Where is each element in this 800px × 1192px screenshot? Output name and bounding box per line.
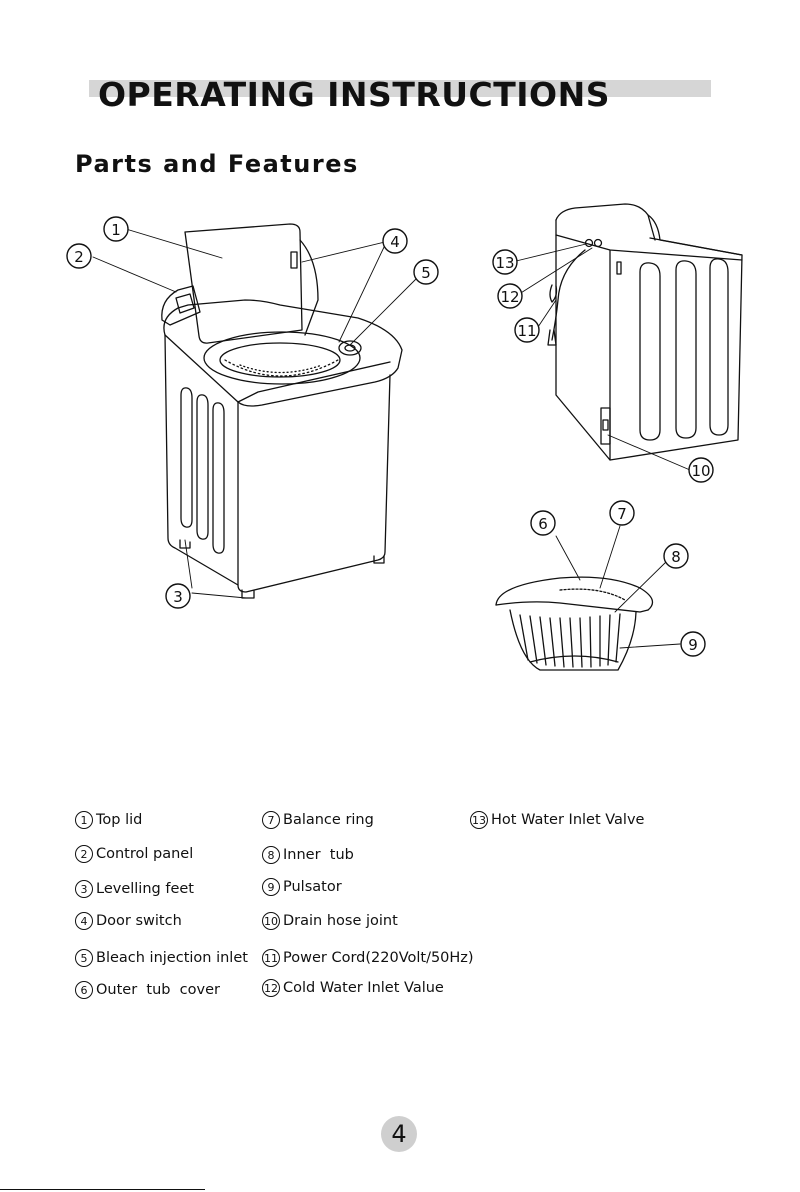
callout-3: 3: [165, 583, 191, 609]
callout-6: 6: [530, 510, 556, 536]
legend-label: Power Cord(220Volt/50Hz): [283, 950, 474, 966]
legend-label: Control panel: [96, 846, 194, 862]
tub-detail-illustration: [495, 576, 654, 671]
svg-text:11: 11: [517, 322, 536, 340]
legend-label: Pulsator: [283, 879, 342, 895]
legend-number-badge: 4: [75, 912, 93, 930]
callout-1: 1: [103, 216, 129, 242]
legend-number-badge: 3: [75, 880, 93, 898]
svg-text:9: 9: [688, 636, 698, 654]
legend-number-badge: 5: [75, 949, 93, 967]
title-bar-background: [89, 80, 711, 97]
callout-7: 7: [609, 500, 635, 526]
legend-label: Cold Water Inlet Value: [283, 980, 444, 996]
svg-text:4: 4: [390, 233, 400, 251]
svg-text:13: 13: [495, 254, 514, 272]
svg-text:1: 1: [111, 221, 121, 239]
callout-4: 4: [382, 228, 408, 254]
legend-label: Outer tub cover: [96, 982, 220, 998]
legend-number-badge: 8: [262, 846, 280, 864]
svg-text:5: 5: [421, 264, 431, 282]
callout-leader-lines: [92, 228, 691, 649]
page-title: OPERATING INSTRUCTIONS: [98, 75, 610, 114]
legend-number-badge: 6: [75, 981, 93, 999]
svg-text:3: 3: [173, 588, 183, 606]
legend-number-badge: 1: [75, 811, 93, 829]
legend-label: Top lid: [96, 812, 143, 828]
section-title: Parts and Features: [75, 150, 359, 178]
footer-rule: [0, 1189, 205, 1190]
callout-10: 10: [688, 457, 714, 483]
svg-text:6: 6: [538, 515, 548, 533]
callout-8: 8: [663, 543, 689, 569]
callout-2: 2: [66, 243, 92, 269]
svg-text:12: 12: [500, 288, 519, 306]
legend-number-badge: 2: [75, 845, 93, 863]
callout-9: 9: [680, 631, 706, 657]
washer-rear-illustration: [547, 203, 743, 461]
legend-label: Door switch: [96, 913, 182, 929]
svg-text:8: 8: [671, 548, 681, 566]
legend-number-badge: 12: [262, 979, 280, 997]
legend-number-badge: 10: [262, 912, 280, 930]
legend-number-badge: 13: [470, 811, 488, 829]
legend-label: Drain hose joint: [283, 913, 398, 929]
legend-label: Bleach injection inlet: [96, 950, 248, 966]
legend-label: Inner tub: [283, 847, 354, 863]
legend-label: Balance ring: [283, 812, 374, 828]
callout-12: 12: [497, 283, 523, 309]
legend-number-badge: 7: [262, 811, 280, 829]
callout-11: 11: [514, 317, 540, 343]
callout-13: 13: [492, 249, 518, 275]
washer-front-illustration: [161, 223, 403, 599]
legend-number-badge: 11: [262, 949, 280, 967]
callout-5: 5: [413, 259, 439, 285]
legend-label: Hot Water Inlet Valve: [491, 812, 645, 828]
svg-text:2: 2: [74, 248, 84, 266]
legend-number-badge: 9: [262, 878, 280, 896]
legend-label: Levelling feet: [96, 881, 194, 897]
svg-text:7: 7: [617, 505, 627, 523]
page-number: 4: [381, 1116, 417, 1152]
svg-text:10: 10: [691, 462, 710, 480]
